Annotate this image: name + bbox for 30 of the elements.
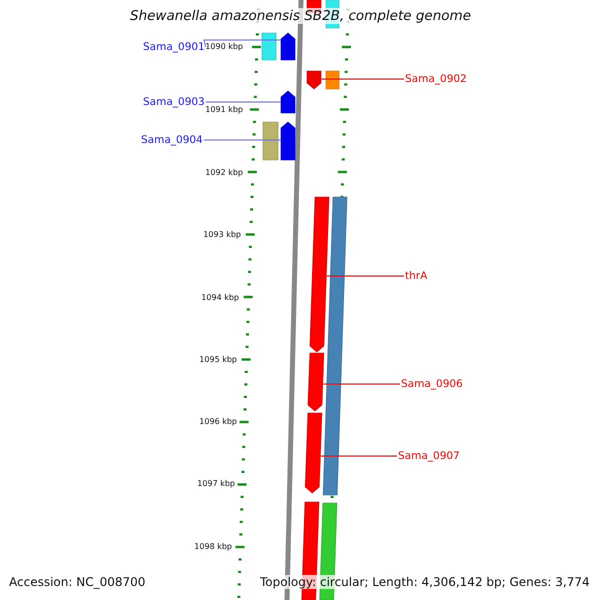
info-text: Accession: NC_008700 (9, 575, 146, 589)
gene-label: Sama_0906 (401, 378, 463, 390)
gene-feature (280, 122, 296, 160)
scale-label: 1094 kbp (201, 293, 239, 302)
scale-label: 1096 kbp (199, 417, 237, 426)
leader-line (321, 78, 404, 80)
gene-label: Sama_0907 (398, 450, 460, 462)
gene-label: thrA (405, 270, 428, 282)
gene-label: Sama_0902 (405, 73, 467, 85)
scale-label: 1090 kbp (205, 42, 243, 51)
gene-label: Sama_0901 (143, 41, 205, 53)
scale-label: 1091 kbp (205, 105, 243, 114)
gene-feature (280, 90, 296, 114)
gene-feature (308, 352, 324, 412)
scale-label: 1098 kbp (194, 542, 232, 551)
gene-bar (262, 32, 276, 60)
gene-feature (280, 32, 296, 60)
scale-label: 1095 kbp (199, 355, 237, 364)
gene-label: Sama_0904 (141, 134, 203, 146)
map-title: Shewanella amazonensis SB2B, complete genome (130, 8, 472, 24)
scale-label: 1093 kbp (203, 230, 241, 239)
gene-label: Sama_0903 (143, 96, 205, 108)
gene-bar (262, 122, 278, 160)
scale-label: 1097 kbp (197, 479, 235, 488)
gene-bar (322, 196, 348, 496)
gene-bar (326, 70, 340, 90)
leader-line (203, 40, 281, 48)
gene-feature (306, 70, 322, 90)
scale-label: 1092 kbp (205, 168, 243, 177)
info-text: Topology: circular; Length: 4,306,142 bp; Genes: 3,774 (260, 575, 590, 589)
